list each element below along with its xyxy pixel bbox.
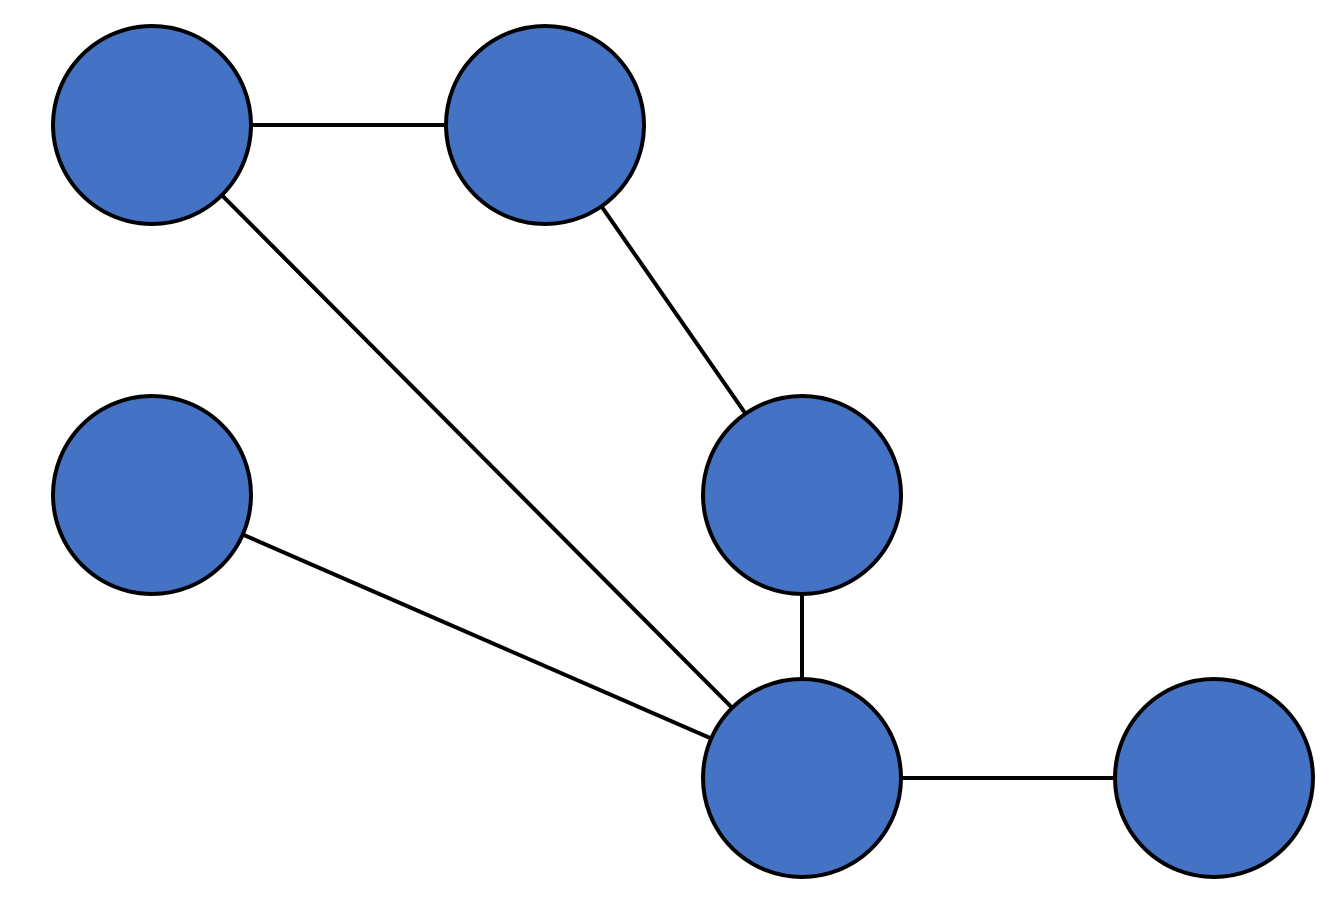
- node-top-left: [51, 24, 253, 226]
- node-circle-far-right: [1113, 677, 1315, 879]
- node-circle-top-middle: [444, 24, 646, 226]
- edges-layer: [150, 123, 1216, 780]
- node-far-right: [1113, 677, 1315, 879]
- nodes-layer: [51, 24, 1315, 879]
- node-top-middle: [444, 24, 646, 226]
- node-middle-right: [701, 394, 903, 596]
- node-middle-left: [51, 394, 253, 596]
- node-hub: [701, 677, 903, 879]
- node-circle-top-left: [51, 24, 253, 226]
- node-circle-hub: [701, 677, 903, 879]
- edge-top-left-hub: [150, 123, 804, 780]
- node-circle-middle-right: [701, 394, 903, 596]
- node-circle-middle-left: [51, 394, 253, 596]
- edge-middle-left-hub: [150, 493, 804, 780]
